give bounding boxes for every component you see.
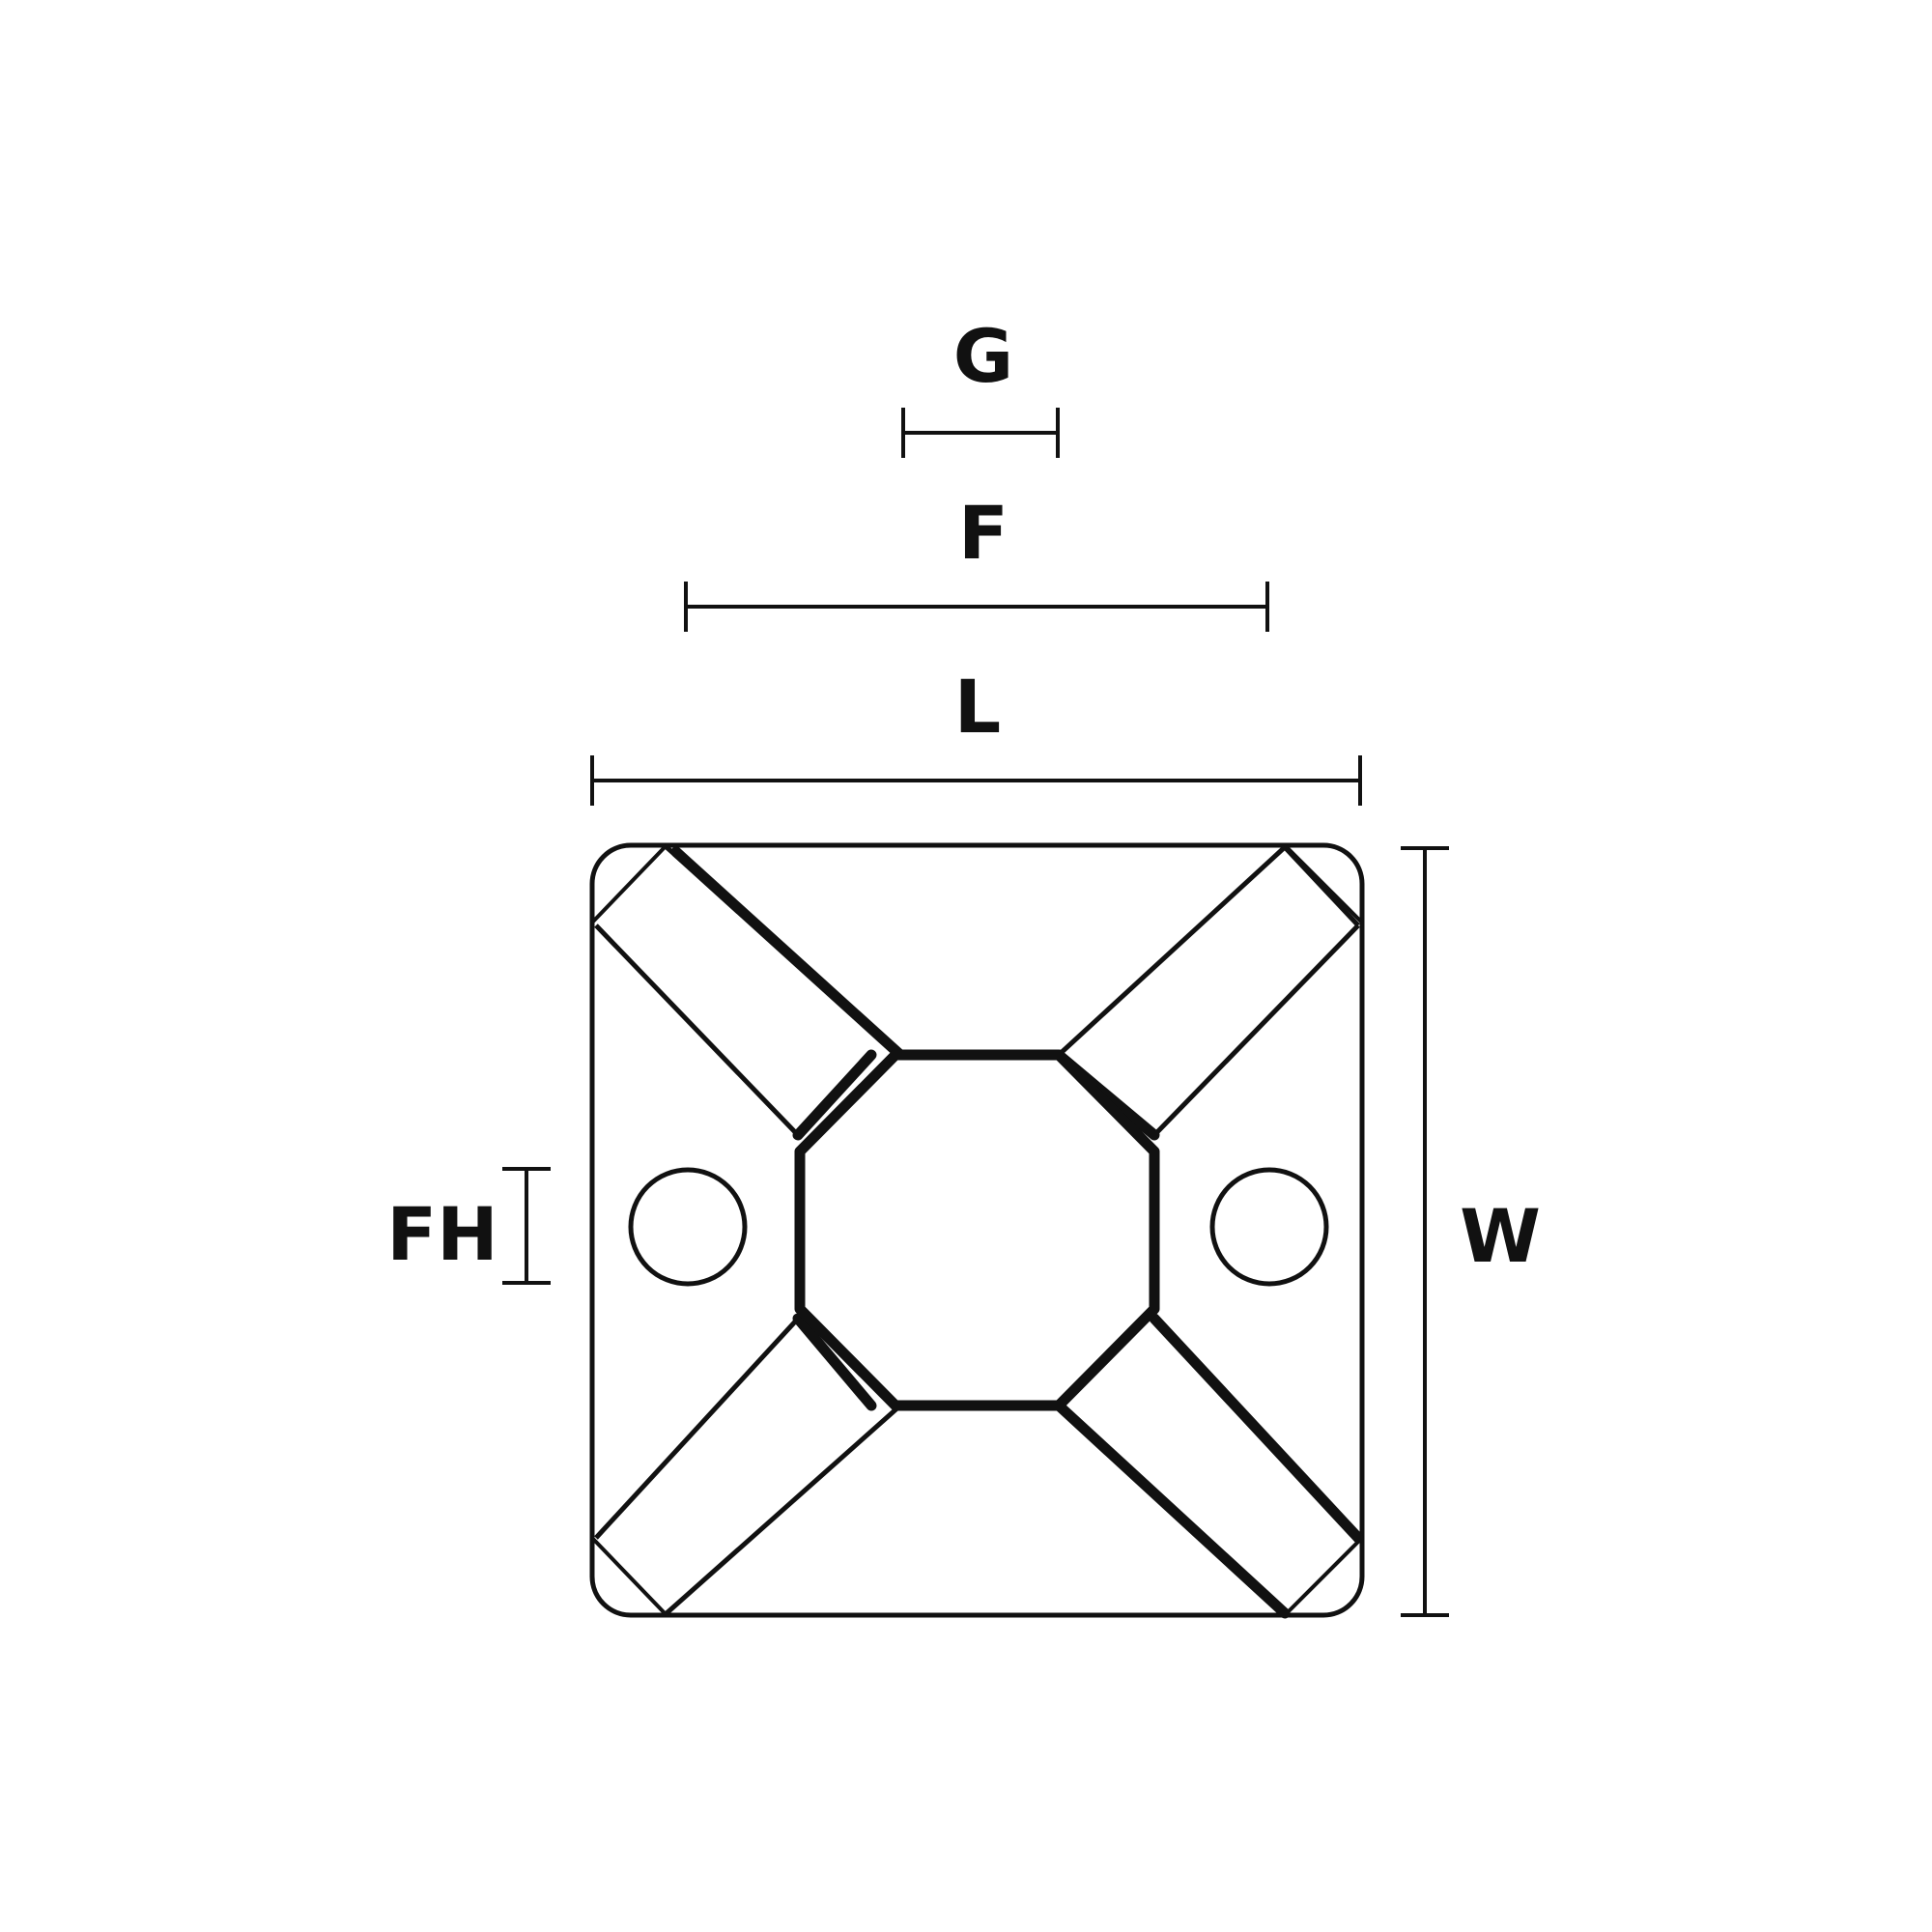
dimension-f-label: F [958, 490, 1009, 576]
dimension-f: F [684, 490, 1269, 632]
dimension-g-label: G [953, 313, 1013, 399]
dimension-g: G [901, 313, 1060, 458]
dimension-w: W [1401, 846, 1541, 1617]
fixing-hole-left [628, 1167, 748, 1287]
dimension-w-label: W [1460, 1193, 1541, 1279]
corner-chamfers [590, 843, 1364, 1617]
dimension-l-label: L [954, 664, 1001, 750]
base-plate-outline [589, 842, 1365, 1618]
rib-bottom-right [1053, 1313, 1364, 1619]
dimension-fh: FH [386, 1167, 551, 1285]
dimension-fh-label: FH [386, 1191, 498, 1277]
fixing-hole-right [1209, 1167, 1329, 1287]
dimension-l: L [590, 664, 1362, 806]
rib-top-right [1053, 845, 1360, 1141]
rib-top-left [594, 845, 906, 1141]
center-octagon [794, 1049, 1160, 1411]
rib-bottom-left [594, 1313, 902, 1615]
